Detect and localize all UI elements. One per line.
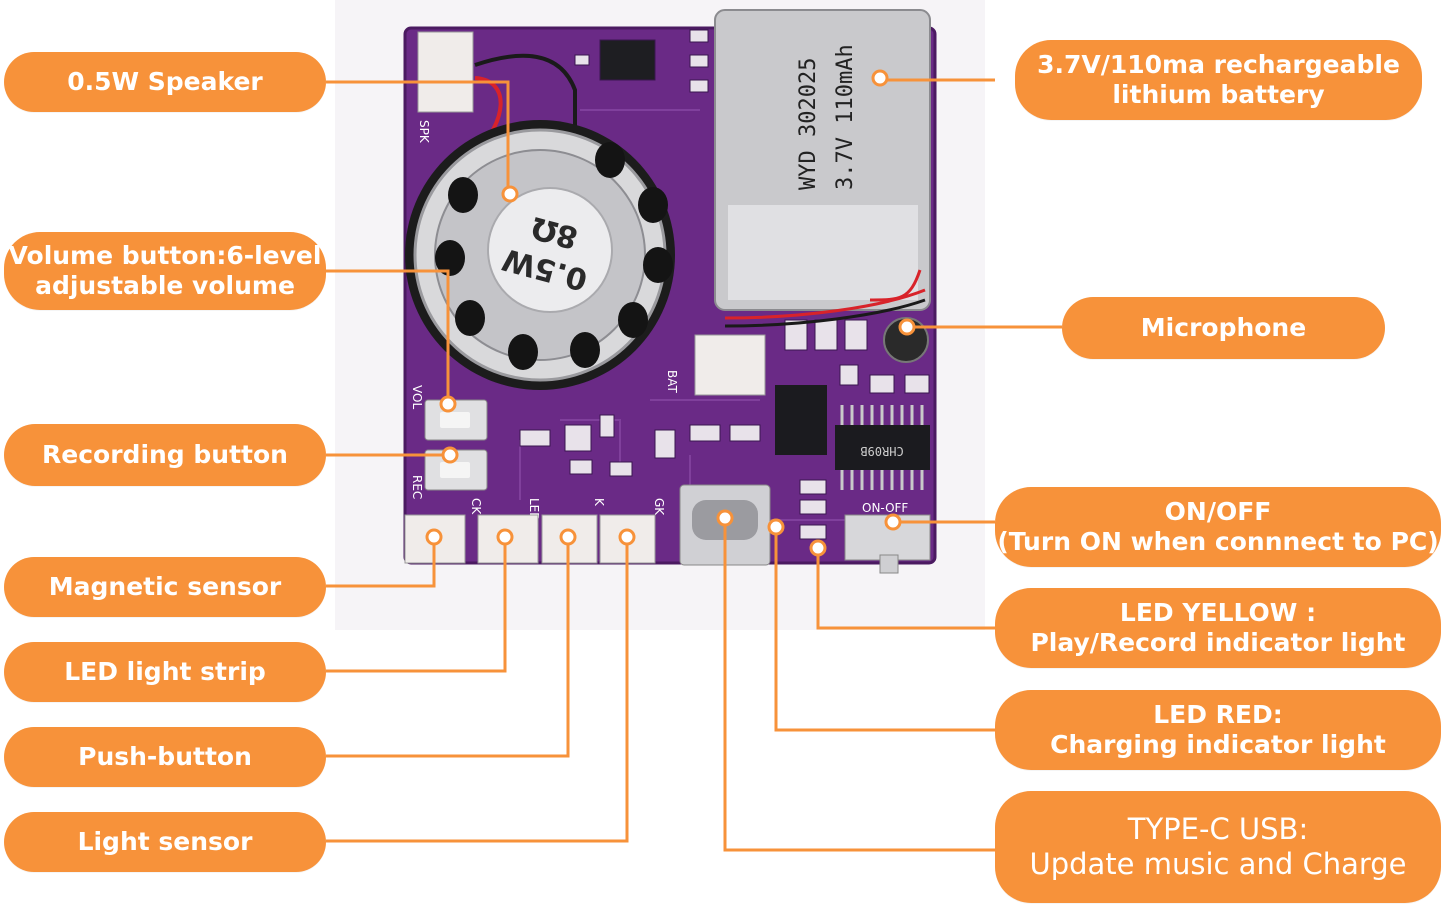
microphone-capsule [883,317,929,363]
label-recording-button: Recording button [4,424,326,486]
silk-k: K [592,498,606,507]
label-speaker: 0.5W Speaker [4,52,326,112]
label-magnetic-sensor: Magnetic sensor [4,557,326,617]
battery-marking-1: WYD 302025 [796,58,821,190]
pcb-board: CHR09B SPK VOL REC BAT ON-OFF CK LED K G… [403,9,937,574]
leader-dots [425,69,916,557]
ic-chip-1 [775,385,827,455]
silk-on-off: ON-OFF [862,501,908,515]
battery-connector [694,334,766,396]
label-microphone: Microphone [1062,297,1385,359]
ic-chip-2 [835,425,930,470]
silk-ck: CK [469,498,483,515]
label-on-off: ON/OFF (Turn ON when connnect to PC) [995,487,1441,567]
silk-bat: BAT [665,370,679,394]
battery: WYD 302025 3.7V 110mAh [714,9,931,311]
label-battery: 3.7V/110ma rechargeable lithium battery [1015,40,1422,120]
label-led-light-strip: LED light strip [4,642,326,702]
leader-lines [326,78,1062,852]
label-push-button: Push-button [4,727,326,787]
silk-spk: SPK [417,120,431,144]
silk-gk: GK [652,498,666,516]
silk-rec: REC [410,475,424,499]
speaker-connector [417,31,474,113]
label-led-red: LED RED: Charging indicator light [995,690,1441,770]
label-type-c-usb: TYPE-C USB: Update music and Charge [995,791,1441,903]
silk-vol: VOL [410,385,424,409]
label-light-sensor: Light sensor [4,812,326,872]
battery-marking-2: 3.7V 110mAh [833,44,858,190]
chip-marking: CHR09B [860,444,903,458]
light-sensor-connector [599,514,656,564]
label-led-yellow: LED YELLOW : Play/Record indicator light [995,588,1441,668]
label-volume-button: Volume button:6-level adjustable volume [4,232,326,310]
speaker: 0.5W 8Ω [405,120,675,390]
